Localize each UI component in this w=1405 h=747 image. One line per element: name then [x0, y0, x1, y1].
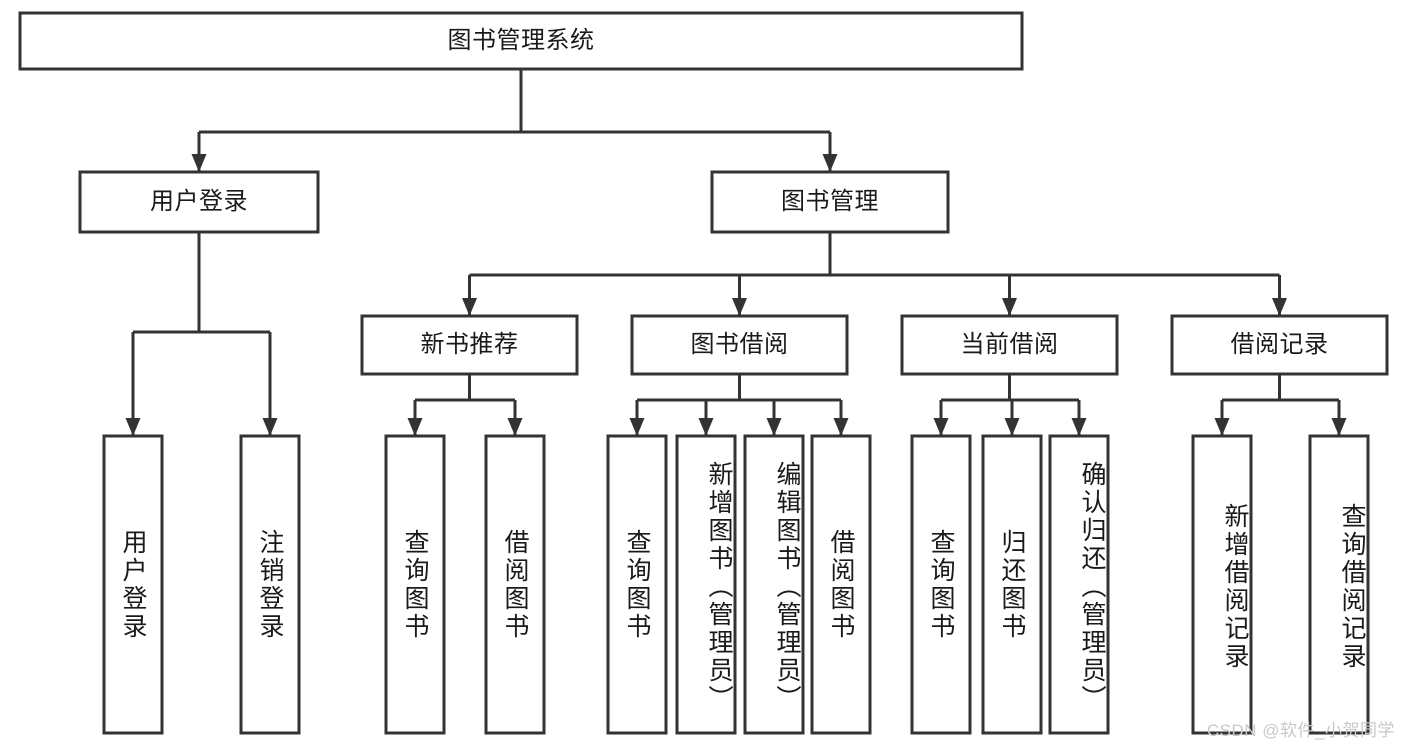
arrow-head-icon [1272, 298, 1287, 316]
arrow-head-icon [822, 154, 838, 172]
node-box-leaf-user-logout[interactable] [239, 434, 301, 735]
arrow-head-icon [1071, 418, 1087, 436]
connector-nbr-to-leaves [407, 374, 523, 436]
arrow-head-icon [1214, 418, 1230, 436]
arrow-head-icon [407, 418, 423, 436]
connector-bookmanage-to-l3 [462, 232, 1287, 316]
node-box-cb-query-book[interactable] [910, 434, 972, 735]
connector-root-to-l2 [191, 69, 838, 172]
arrow-head-icon [833, 418, 849, 436]
arrow-head-icon [766, 418, 782, 436]
boxes-layer [18, 11, 1389, 735]
arrow-head-icon [732, 298, 747, 316]
connector-br-to-leaves [1214, 374, 1347, 436]
arrow-head-icon [698, 418, 714, 436]
node-box-borrow-record[interactable] [1170, 314, 1389, 376]
arrow-head-icon [1004, 418, 1020, 436]
arrow-head-icon [629, 418, 645, 436]
connector-userlogin-to-leaves [125, 232, 278, 436]
connector-bb-to-leaves [629, 374, 849, 436]
node-box-new-book-rec[interactable] [360, 314, 579, 376]
arrow-head-icon [262, 418, 278, 436]
watermark: CSDN @软件_小贺同学 [1206, 721, 1395, 740]
arrow-head-icon [462, 298, 477, 316]
node-box-book-borrow[interactable] [630, 314, 849, 376]
node-box-br-query-record[interactable] [1308, 434, 1370, 735]
arrow-head-icon [125, 418, 141, 436]
node-box-bb-query-book[interactable] [606, 434, 668, 735]
arrow-head-icon [191, 154, 207, 172]
arrow-head-icon [507, 418, 523, 436]
node-box-bb-borrow-book[interactable] [810, 434, 872, 735]
node-box-br-add-record[interactable] [1191, 434, 1253, 735]
node-box-user-login[interactable] [78, 170, 320, 234]
node-box-bb-edit-book[interactable] [743, 434, 805, 735]
node-box-nbr-borrow-book[interactable] [484, 434, 546, 735]
connector-cb-to-leaves [933, 374, 1087, 436]
node-box-cb-return-book[interactable] [981, 434, 1043, 735]
node-box-cb-confirm-return[interactable] [1048, 434, 1110, 735]
connectors-layer [125, 69, 1347, 436]
arrow-head-icon [933, 418, 949, 436]
node-box-book-manage[interactable] [710, 170, 950, 234]
node-box-bb-add-book[interactable] [675, 434, 737, 735]
arrow-head-icon [1002, 298, 1017, 316]
arrow-head-icon [1331, 418, 1347, 436]
node-box-root[interactable] [18, 11, 1024, 71]
node-box-current-borrow[interactable] [900, 314, 1119, 376]
node-box-leaf-user-login[interactable] [102, 434, 164, 735]
node-box-nbr-query-book[interactable] [384, 434, 446, 735]
